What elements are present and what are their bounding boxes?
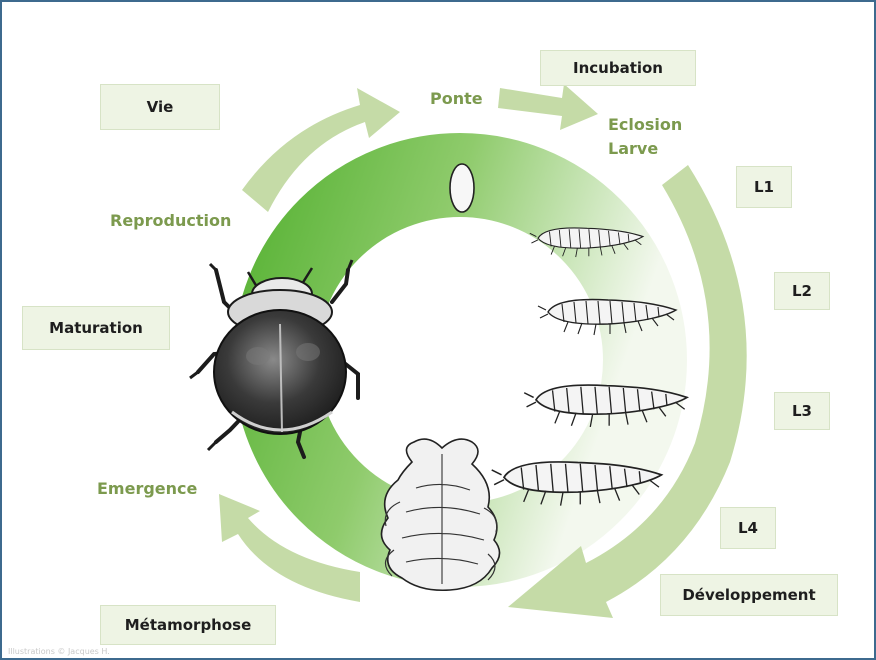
- egg-icon: [450, 164, 474, 212]
- arrow-ponte-to-eclosion: [498, 84, 598, 130]
- illustration-credit: Illustrations © Jacques H.: [8, 647, 110, 656]
- event-ponte-label: Ponte: [430, 88, 483, 110]
- stage-incubation-box: Incubation: [540, 50, 696, 86]
- event-reproduction-label: Reproduction: [110, 210, 231, 232]
- stage-metamorphose-box: Métamorphose: [100, 605, 276, 645]
- stage-l3-box: L3: [774, 392, 830, 430]
- pupa-icon: [381, 439, 499, 590]
- stage-vie-box: Vie: [100, 84, 220, 130]
- stage-developpement-box: Développement: [660, 574, 838, 616]
- stage-l4-box: L4: [720, 507, 776, 549]
- event-larve-label: Larve: [608, 138, 658, 160]
- stage-maturation-box: Maturation: [22, 306, 170, 350]
- stage-l2-box: L2: [774, 272, 830, 310]
- stage-l1-box: L1: [736, 166, 792, 208]
- event-emergence-label: Emergence: [97, 478, 197, 500]
- event-eclosion-label: Eclosion: [608, 114, 682, 136]
